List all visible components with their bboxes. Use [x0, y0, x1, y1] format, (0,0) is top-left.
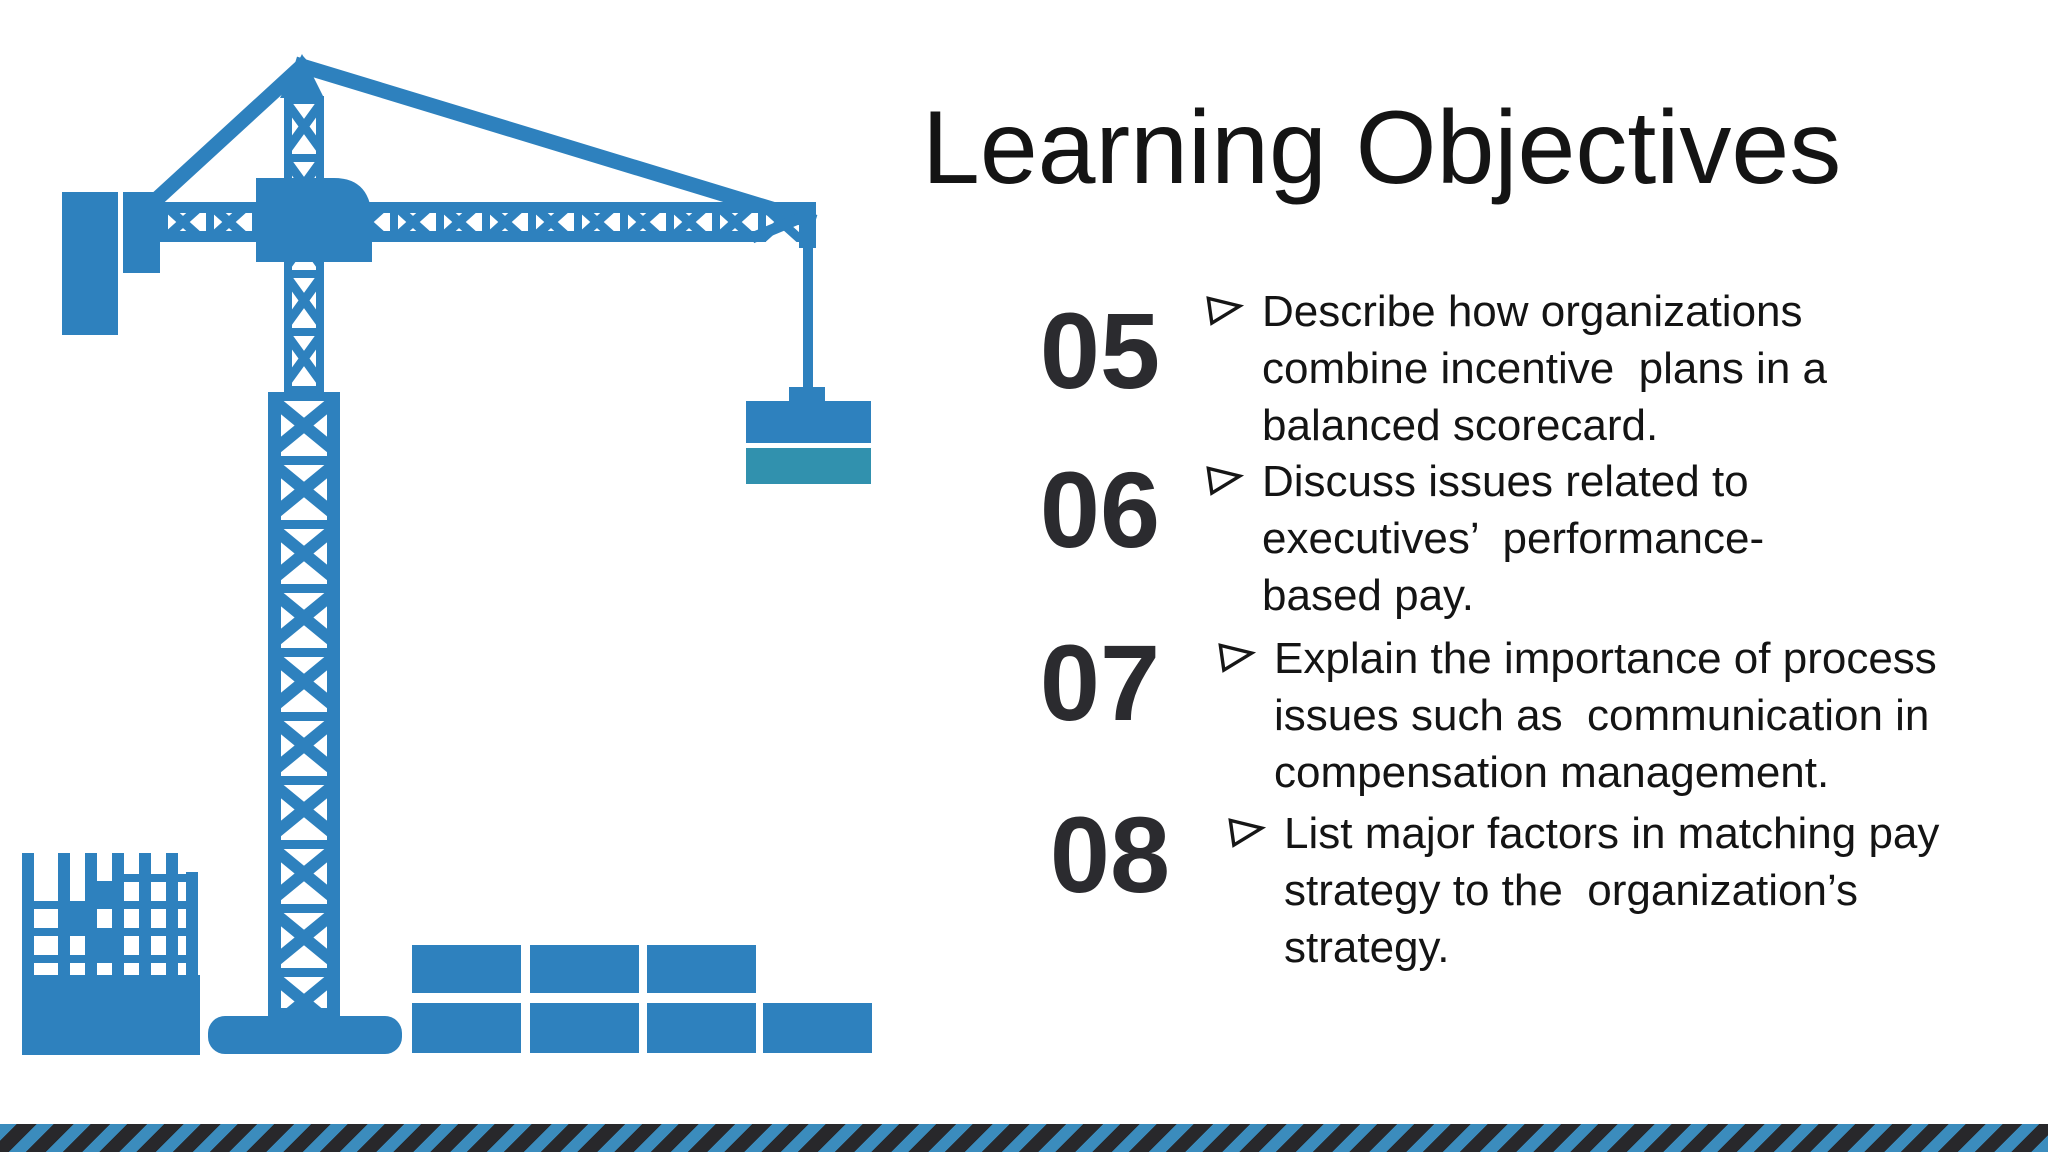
objective-number: 06	[1039, 449, 1161, 570]
objective-text: Explain the importance of process issues…	[1218, 630, 1937, 801]
arrow-bullet-icon	[1204, 289, 1248, 328]
crane-apex	[280, 54, 324, 98]
objective-text-line: issues such as communication in	[1274, 691, 1930, 740]
objective-text-line: balanced scorecard.	[1262, 401, 1659, 450]
construction-crane-icon	[22, 54, 872, 1055]
objective-text-line: Describe how organizations	[1262, 287, 1803, 336]
brick-stack-icon	[412, 945, 872, 1053]
objective-text: Discuss issues related to executives’ pe…	[1206, 453, 1764, 624]
arrow-bullet-icon	[1204, 459, 1248, 498]
arrow-bullet-icon	[1216, 636, 1260, 675]
crane-tower-mast	[268, 96, 340, 1018]
crane-tie-bars	[147, 55, 818, 230]
crane-base	[208, 1016, 402, 1054]
objective-text: List major factors in matching pay strat…	[1228, 805, 1939, 976]
objective-text-line: Discuss issues related to	[1262, 457, 1749, 506]
objective-text-line: executives’ performance-	[1262, 514, 1765, 563]
page-title: Learning Objectives	[922, 90, 1842, 206]
objective-text-line: strategy.	[1284, 923, 1450, 972]
objective-text-line: Explain the importance of process	[1274, 634, 1937, 683]
objective-text-line: compensation management.	[1274, 748, 1830, 797]
objective-text-line: strategy to the organization’s	[1284, 866, 1858, 915]
objective-text-line: based pay.	[1262, 571, 1475, 620]
building-under-construction-icon	[22, 853, 200, 1055]
crane-illustration	[0, 0, 900, 1080]
crane-load-block	[746, 244, 871, 484]
crane-cab	[256, 178, 372, 262]
objective-number: 07	[1039, 622, 1161, 743]
arrow-bullet-icon	[1226, 811, 1270, 850]
objective-number: 08	[1049, 794, 1171, 915]
objective-text-line: combine incentive plans in a	[1262, 344, 1827, 393]
hazard-stripe-border	[0, 1124, 2048, 1152]
objective-text: Describe how organizations combine incen…	[1206, 283, 1827, 454]
objective-text-line: List major factors in matching pay	[1284, 809, 1940, 858]
objective-number: 05	[1039, 290, 1161, 411]
crane-counterweight	[62, 192, 160, 335]
